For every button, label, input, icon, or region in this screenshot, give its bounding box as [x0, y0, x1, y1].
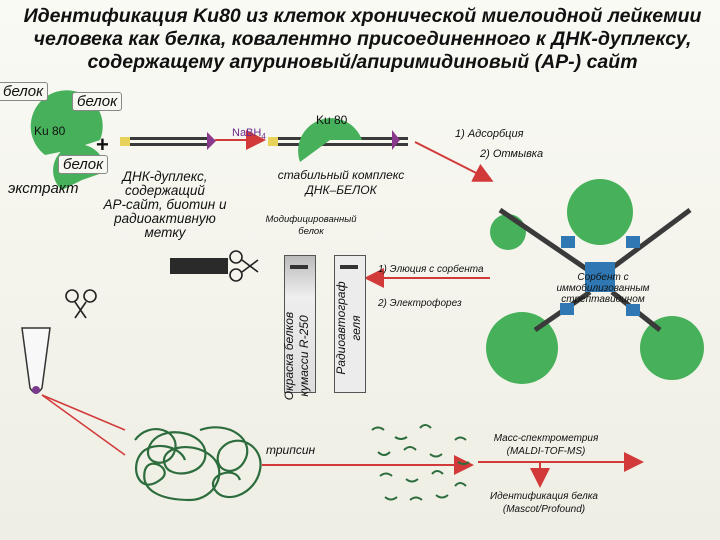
mass-spec-label: Масс-спектрометрия (MALDI-TOF-MS) [493, 433, 599, 457]
scissors-icon-2 [65, 289, 97, 319]
ku80-label-top: Ku 80 [316, 113, 348, 127]
stained-gel-band [290, 265, 308, 269]
stable-complex-label: стабильный комплекс ДНК–БЕЛОК [277, 168, 405, 197]
title-line-3: содержащему апуриновый/апиримидиновый (А… [87, 51, 638, 73]
electrophoresis-label: 2) Электрофорез [378, 298, 462, 309]
sorbent-complex [486, 179, 704, 384]
stain-label: Окраска белков кумасси R-250 [282, 311, 311, 401]
tangled-protein [134, 426, 262, 502]
identification-label: Идентификация белка (Mascot/Profound) [489, 491, 598, 515]
plus-sign: + [96, 132, 109, 157]
autoradiograph-lane [334, 255, 366, 393]
radiograph-label: Радиоавтограф геля [334, 281, 363, 375]
protein-tag-2: белок [72, 92, 123, 111]
gel-band [170, 258, 228, 274]
adsorption-label: 1) Адсорбция [455, 128, 524, 140]
protein-tag-3: белок [58, 155, 109, 174]
title-line-1: Идентификация Ku80 из клеток хронической… [23, 5, 702, 27]
wash-label: 2) Отмывка [480, 148, 544, 160]
dna-duplex-label: ДНК-дуплекс, содержащий АР-сайт, биотин … [103, 169, 227, 240]
page-title: Идентификация Ku80 из клеток хронической… [10, 5, 715, 74]
title-line-2: человека как белка, ковалентно присоедин… [33, 28, 692, 50]
trypsin-label: трипсин [266, 443, 316, 457]
elution-label: 1) Элюция с сорбента [378, 264, 484, 275]
nabh4-label: NaBH4 [232, 127, 266, 142]
dna-ku80-complex [268, 118, 408, 162]
ku80-label-left: Ku 80 [34, 124, 66, 138]
scissors-icon [229, 250, 259, 282]
peptide-fragments [371, 424, 470, 501]
dna-duplex-free [120, 132, 216, 150]
protein-tag-1: белок [0, 82, 49, 101]
tube [21, 327, 51, 394]
autoradiograph-band [340, 265, 358, 269]
extract-label: экстракт [8, 180, 79, 197]
stained-gel-lane [284, 255, 316, 393]
modified-protein-label: Модифицированный белок [265, 214, 357, 237]
sorbent-label: Сорбент с иммобилизованным стрептавидино… [556, 272, 650, 305]
